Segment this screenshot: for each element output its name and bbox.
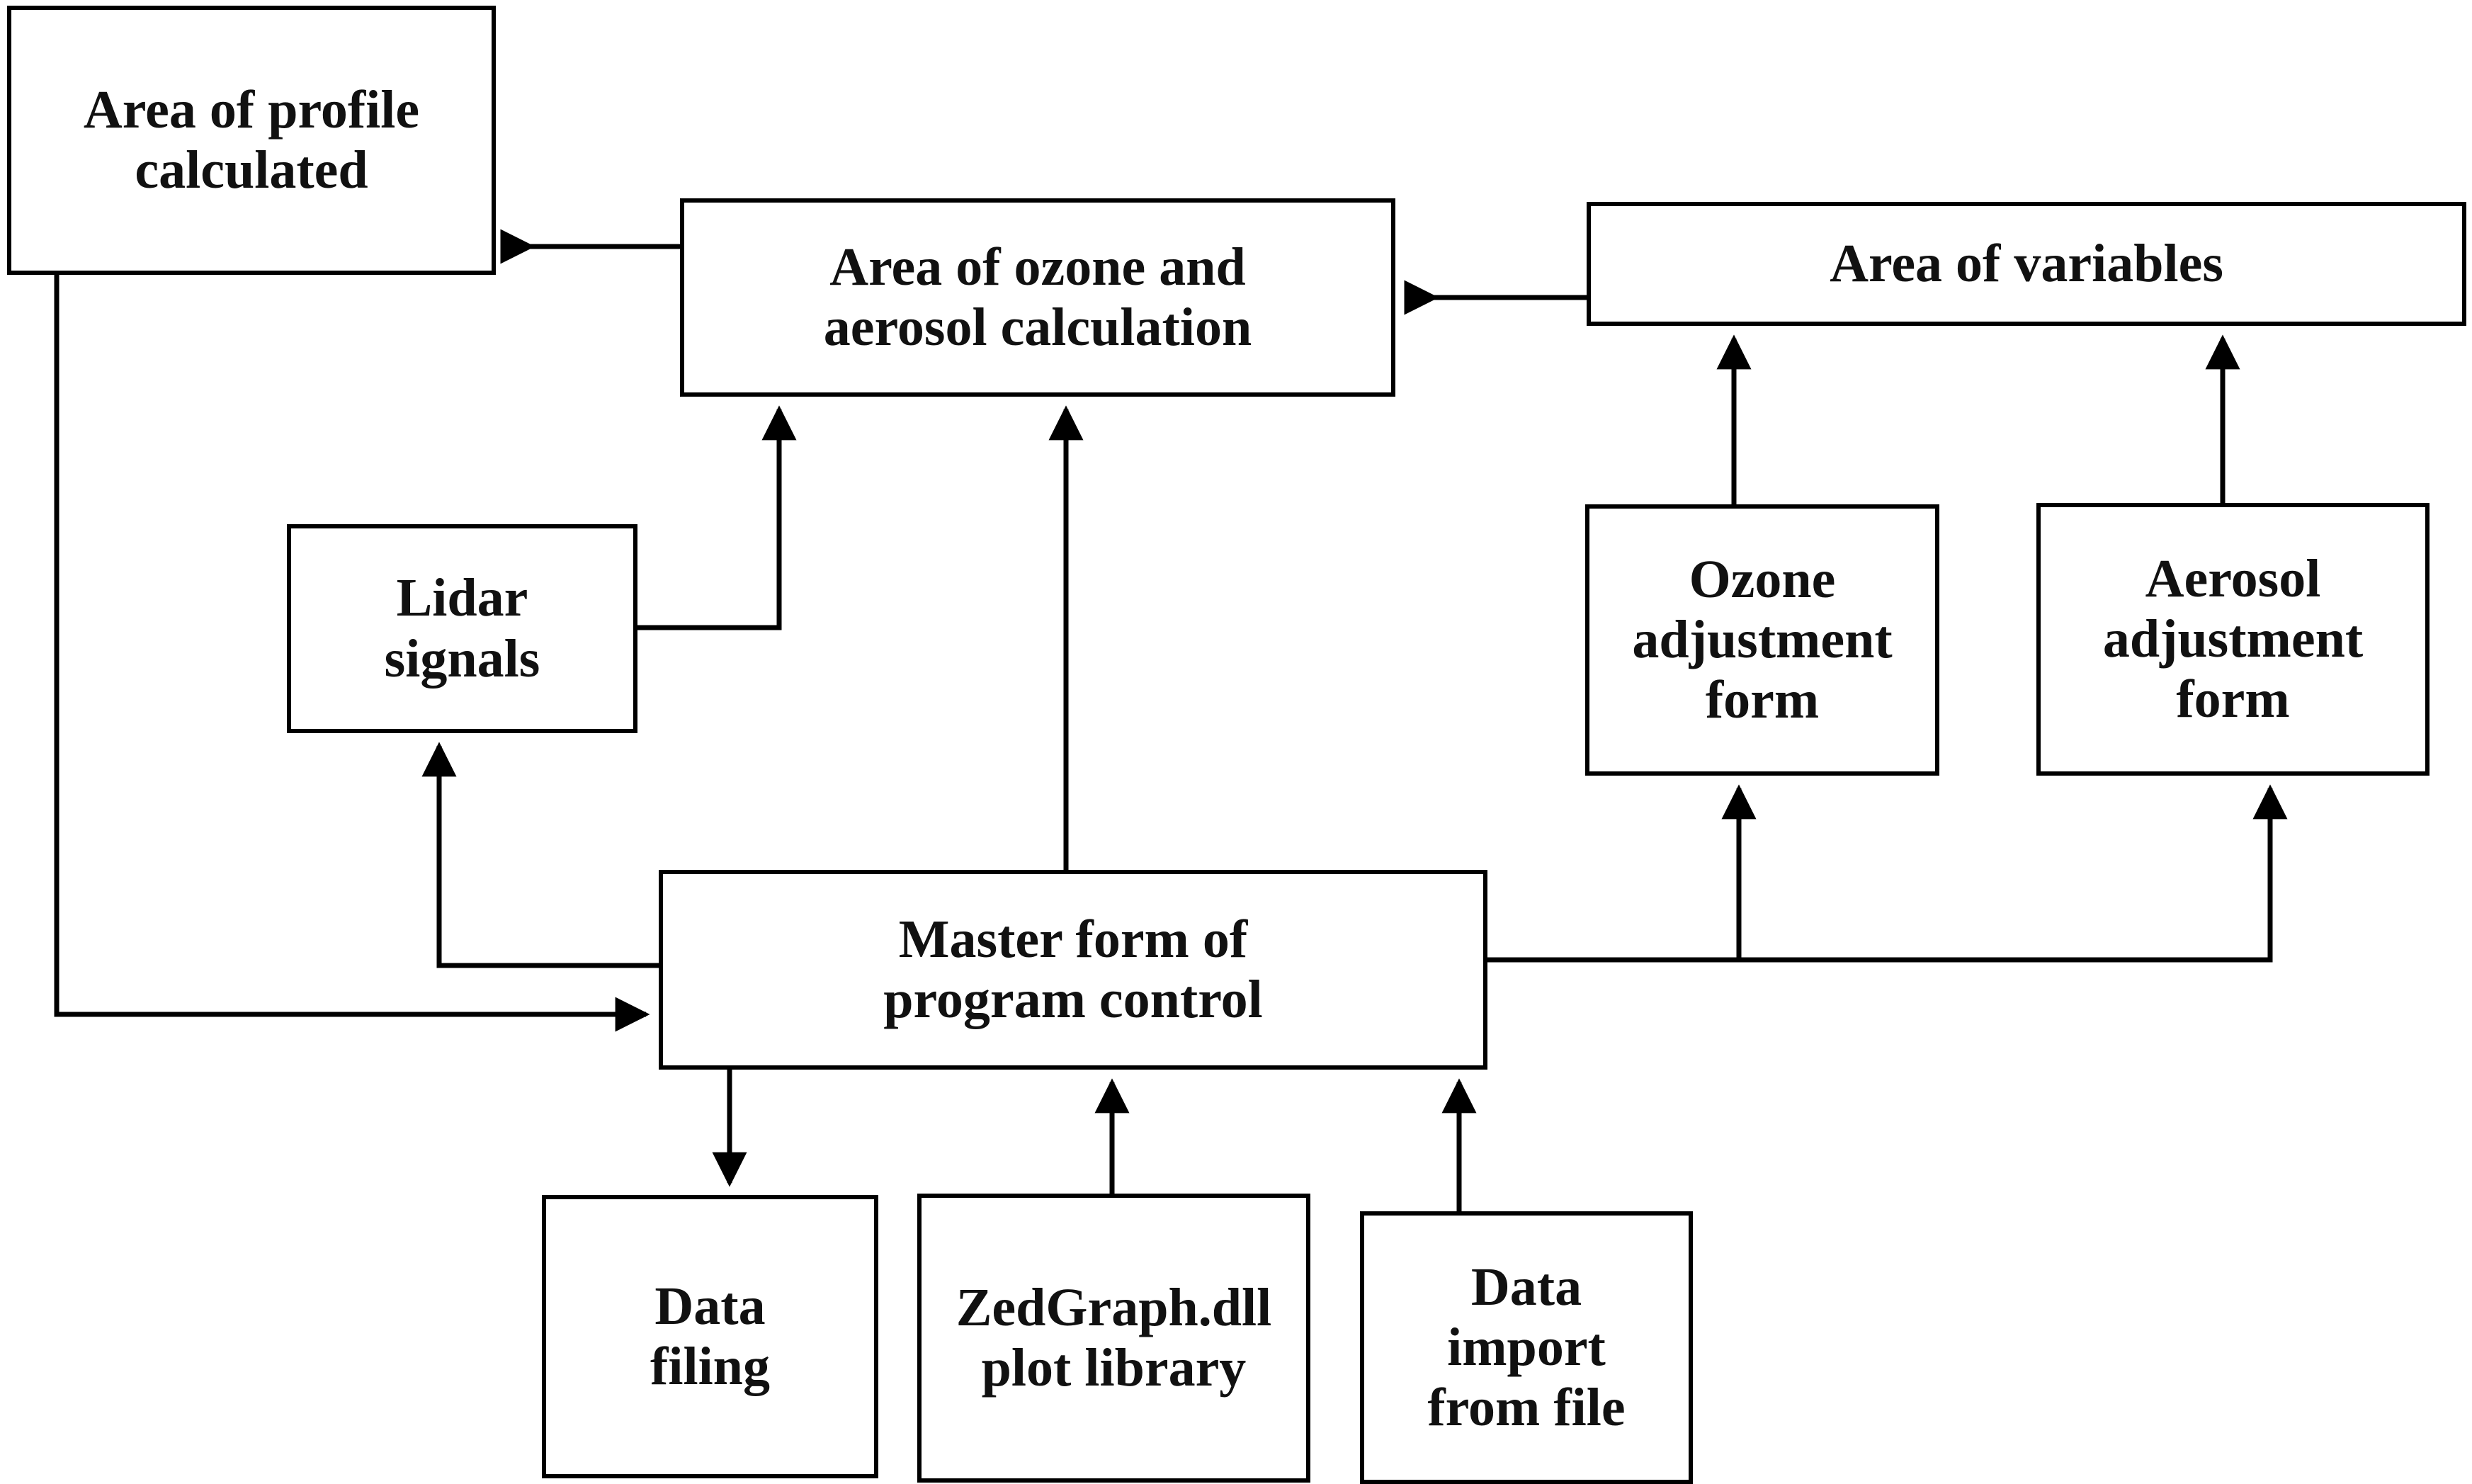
edge-master-to-aerosol-adjustment: [1739, 784, 2288, 963]
edge-profile-to-master: [54, 275, 650, 1032]
edge-master-to-ozone-adjustment: [1487, 784, 1757, 963]
edge-master-to-lidar: [421, 742, 659, 968]
node-area-of-variables[interactable]: Area of variables: [1587, 202, 2466, 326]
edge-lidar-to-ozone-calc: [637, 405, 797, 630]
node-label: Area of variables: [1830, 233, 2223, 293]
